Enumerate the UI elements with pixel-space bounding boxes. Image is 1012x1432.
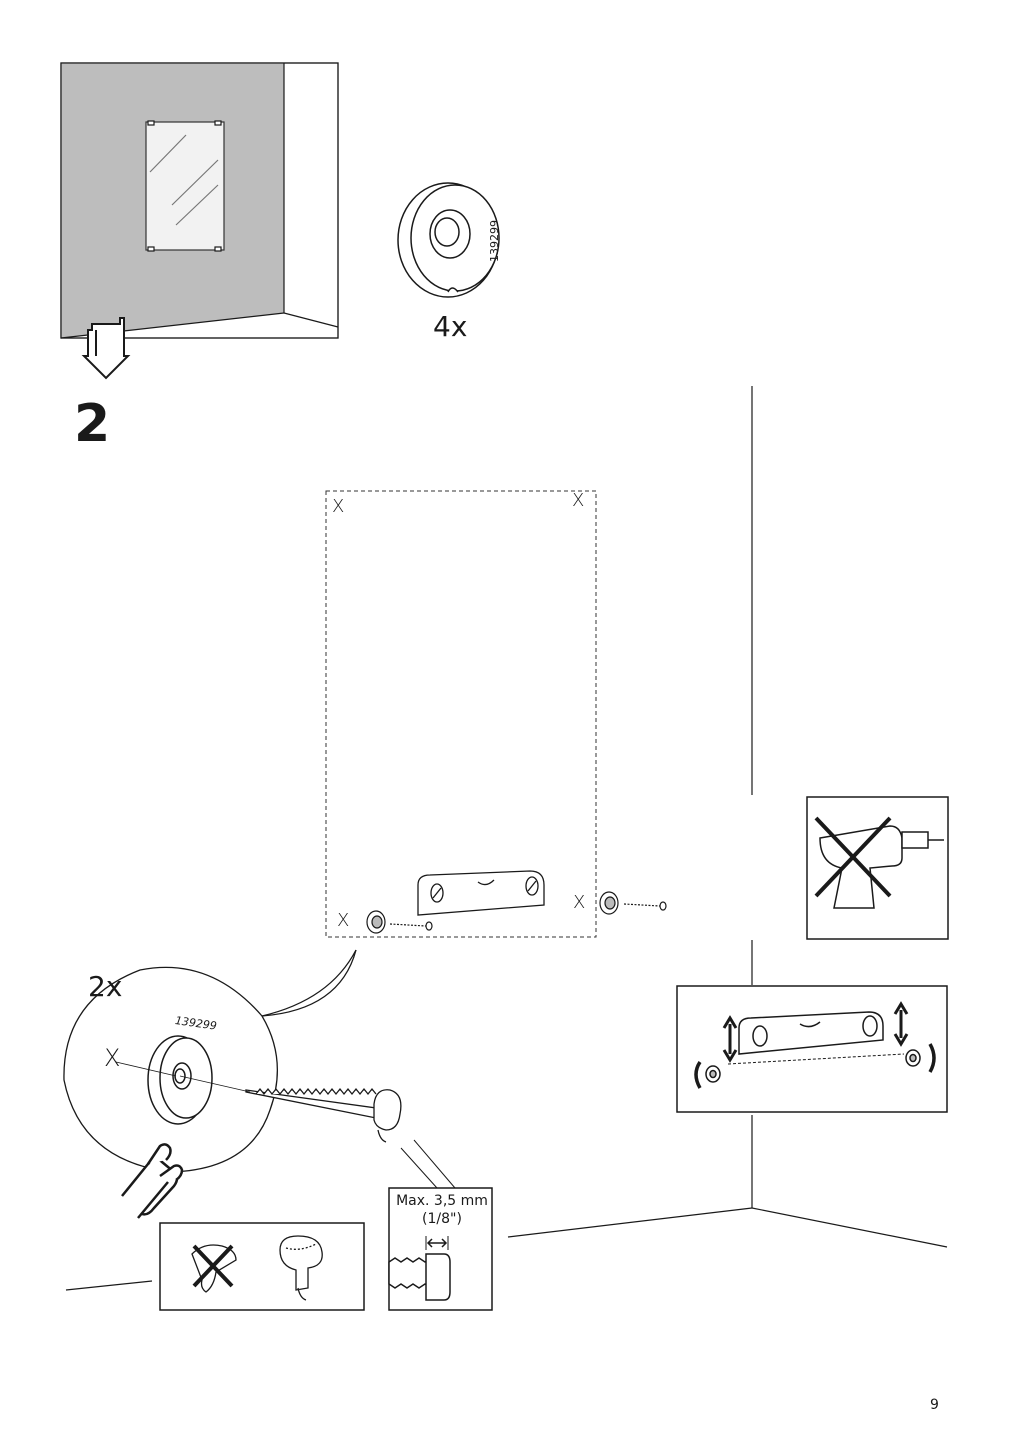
down-arrow-icon bbox=[81, 317, 131, 380]
screw-closeup bbox=[179, 1075, 402, 1143]
room-perspective-lines bbox=[65, 386, 948, 1291]
drill-mark-bottom-left: X bbox=[337, 910, 350, 931]
page-number: 9 bbox=[930, 1397, 939, 1413]
article-number-top: 139299 bbox=[488, 220, 501, 262]
max-depth-label: Max. 3,5 mm bbox=[396, 1193, 488, 1209]
pan-head-screw-icon bbox=[279, 1235, 323, 1301]
part-quantity-top: 4x bbox=[433, 310, 468, 343]
no-drill-icon bbox=[806, 796, 949, 940]
drill-mark-bottom-right: X bbox=[573, 892, 586, 913]
drill-mark-top-right: X bbox=[572, 490, 585, 511]
screw-head-types bbox=[159, 1222, 365, 1311]
drill-mark-closeup: X bbox=[104, 1044, 121, 1072]
cap-closeup bbox=[115, 1035, 213, 1125]
screw-head-depth-detail bbox=[388, 1139, 493, 1311]
left-cap-with-screw bbox=[366, 910, 433, 934]
max-depth-imperial-label: (1/8") bbox=[422, 1211, 462, 1227]
mirror-position-outline bbox=[325, 490, 597, 938]
no-countersunk-screw-icon bbox=[191, 1244, 237, 1293]
hand-press-icon bbox=[121, 1143, 184, 1219]
spirit-level bbox=[417, 870, 545, 916]
round-cap-part bbox=[397, 182, 500, 298]
part-quantity-bubble: 2x bbox=[88, 970, 123, 1003]
level-adjust-icon bbox=[676, 985, 948, 1113]
step-number: 2 bbox=[74, 394, 111, 454]
right-cap-with-screw bbox=[599, 891, 667, 915]
room-with-mirror-illustration bbox=[60, 62, 339, 339]
drill-mark-top-left: X bbox=[332, 496, 345, 517]
